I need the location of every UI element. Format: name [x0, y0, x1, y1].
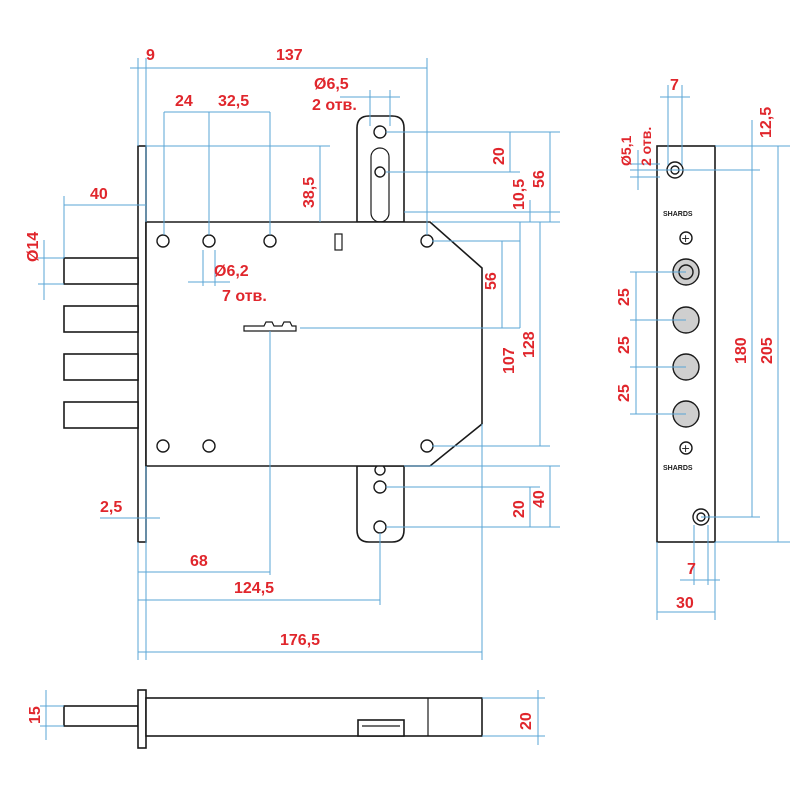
side-dim-holes-2: 2 отв. [638, 127, 654, 166]
side-view: SHARDS + + SHARDS [616, 77, 790, 620]
side-dim-7-top: 7 [670, 77, 679, 94]
side-dim-205: 205 [759, 337, 776, 364]
mount-hole [202, 234, 216, 248]
keyhole [243, 321, 297, 332]
dim-10-5: 10,5 [511, 179, 528, 210]
lock-body [145, 221, 483, 467]
dim-107: 107 [501, 347, 518, 374]
mount-hole [420, 234, 434, 248]
dim-56-inner: 56 [483, 272, 500, 290]
mount-hole [156, 439, 170, 453]
dim-d6-5: Ø6,5 [314, 76, 349, 93]
side-dim-7-bottom: 7 [687, 561, 696, 578]
bottom-dim-15: 15 [27, 706, 44, 724]
dim-56-right: 56 [531, 170, 548, 188]
dim-68: 68 [190, 553, 208, 570]
dim-176-5: 176,5 [280, 632, 320, 649]
bottom-latch-plate [356, 465, 405, 543]
dim-20-top: 20 [491, 147, 508, 165]
bottom-view: 15 20 [27, 689, 545, 749]
dim-9: 9 [146, 47, 155, 64]
side-dim-25-a: 25 [616, 288, 633, 306]
top-latch-hole-2 [374, 166, 386, 178]
mount-hole [156, 234, 170, 248]
top-latch-hole [373, 125, 387, 139]
bottom-latch-hole-3 [373, 520, 387, 534]
bottom-faceplate [137, 689, 147, 749]
dim-38-5: 38,5 [301, 177, 318, 208]
dim-d14: Ø14 [25, 232, 42, 262]
dim-holes-2: 2 отв. [312, 97, 357, 114]
mount-hole [263, 234, 277, 248]
side-dim-180: 180 [733, 337, 750, 364]
side-plus-top-glyph: + [681, 232, 690, 245]
side-plus-screw-top [679, 231, 693, 245]
front-view: 9 137 24 32,5 Ø6,5 2 отв. 38,5 20 10,5 5… [25, 47, 560, 660]
bolt-2 [63, 305, 139, 333]
bolt-1 [63, 257, 139, 285]
bottom-body [145, 697, 483, 737]
front-dimension-lines [38, 58, 560, 660]
spindle-slot [334, 233, 343, 251]
bolt-4 [63, 401, 139, 429]
side-dim-12-5: 12,5 [758, 107, 775, 138]
dim-24: 24 [175, 93, 193, 110]
bottom-latch-hole-2 [373, 480, 387, 494]
bottom-dim-20: 20 [518, 712, 535, 730]
side-dim-25-c: 25 [616, 384, 633, 402]
dim-20-bottom: 20 [511, 500, 528, 518]
bottom-latch-cutout [357, 719, 405, 737]
dim-40-bottom: 40 [531, 490, 548, 508]
side-faceplate [656, 145, 716, 543]
side-dim-30: 30 [676, 595, 694, 612]
bottom-bolt [63, 705, 139, 727]
side-plus-screw-bottom [679, 441, 693, 455]
dim-40-left: 40 [90, 186, 108, 203]
mount-hole [420, 439, 434, 453]
dim-2-5: 2,5 [100, 499, 122, 516]
side-dimension-lines [630, 85, 790, 620]
dim-137: 137 [276, 47, 303, 64]
side-dim-25-b: 25 [616, 336, 633, 354]
bolt-3 [63, 353, 139, 381]
dim-d6-2: Ø6,2 [214, 263, 249, 280]
side-dim-d5-1: Ø5,1 [618, 135, 634, 166]
side-plus-bottom-glyph: + [681, 442, 690, 455]
side-logo-top: SHARDS [663, 211, 693, 218]
dim-128: 128 [521, 331, 538, 358]
side-logo-bottom: SHARDS [663, 465, 693, 472]
dim-holes-7: 7 отв. [222, 288, 267, 305]
dim-124-5: 124,5 [234, 580, 274, 597]
dim-32-5: 32,5 [218, 93, 249, 110]
bottom-dimension-lines [40, 690, 545, 745]
mount-hole [202, 439, 216, 453]
